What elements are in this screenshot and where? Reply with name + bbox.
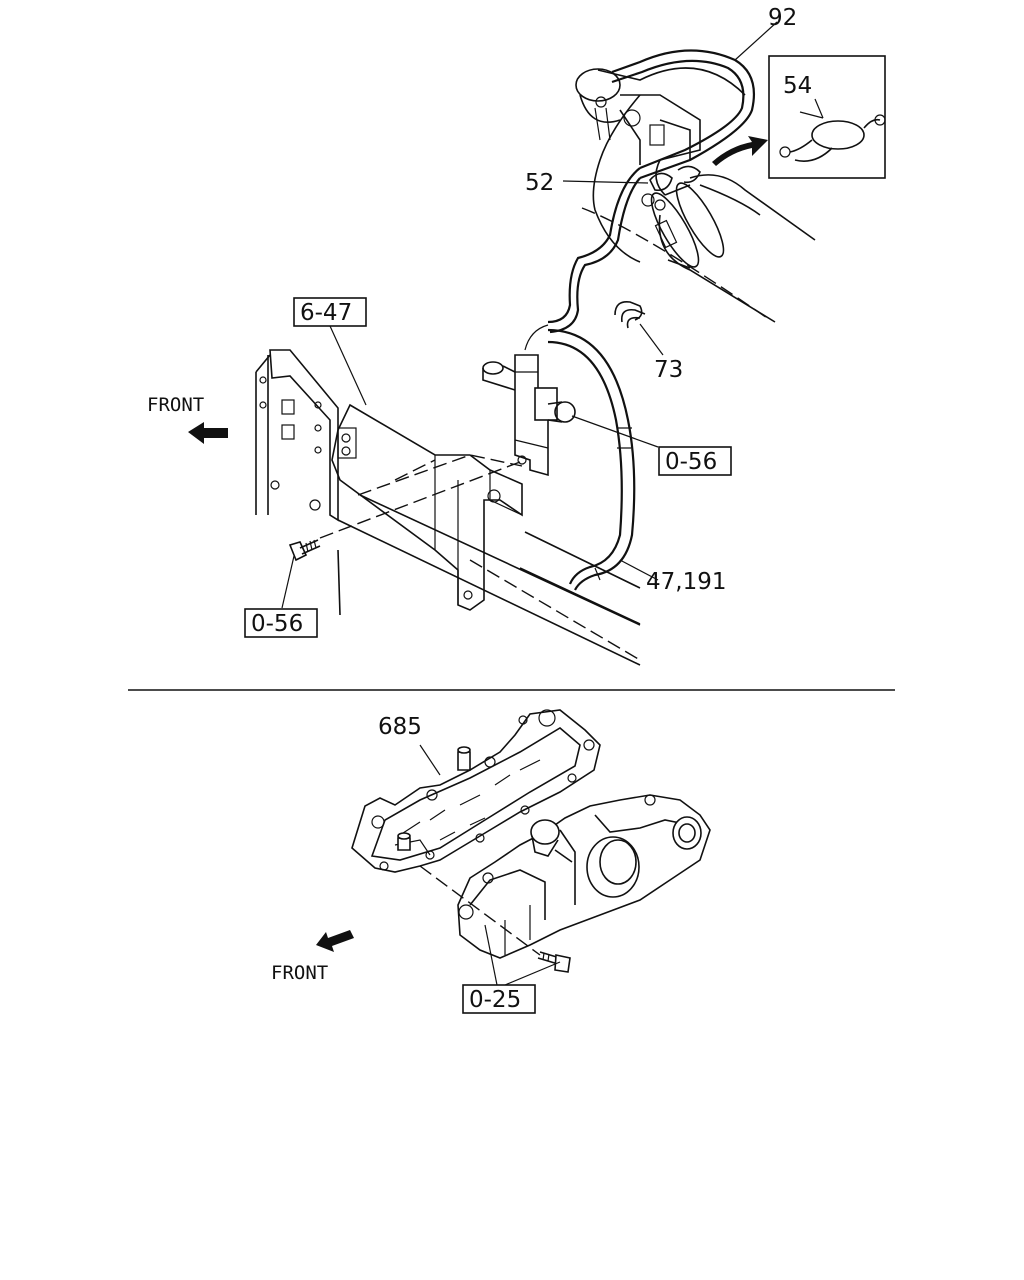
hidden-line-lower: [419, 865, 541, 956]
hidden-line-c: [394, 459, 436, 481]
front-label-top: FRONT: [147, 394, 204, 416]
upper-assembly: [188, 49, 886, 666]
label-52: 52: [525, 170, 554, 196]
ref-label-6-47: 6-47: [300, 300, 352, 326]
hidden-line-b: [319, 461, 521, 539]
clamp-52: [641, 165, 701, 211]
bracket-6-47: [331, 403, 523, 611]
ref-label-0-25: 0-25: [469, 987, 521, 1013]
label-685: 685: [378, 714, 422, 740]
clip-73: [614, 300, 646, 329]
bolt-bottom: [537, 951, 571, 973]
ref-box-0-56-left: [244, 608, 318, 638]
detail-inset-54: [768, 55, 886, 179]
ref-label-0-56-right: 0-56: [665, 449, 717, 475]
intake-duct: [650, 174, 816, 323]
centerline-upper: [581, 207, 771, 321]
label-47-191: 47,191: [646, 569, 726, 595]
frame-panel: [255, 349, 641, 666]
frame-rail: [519, 531, 641, 625]
valve-bracket: [482, 324, 576, 477]
front-arrow-bottom: [316, 930, 354, 952]
turbocharger-housing: [575, 67, 746, 263]
gasket-685: [351, 709, 601, 873]
hose-47-191: [547, 328, 636, 591]
ref-label-0-56-left: 0-56: [251, 611, 303, 637]
front-arrow-top: [188, 422, 228, 444]
label-54: 54: [783, 73, 812, 99]
ref-box-6-47: [293, 297, 367, 327]
leader-lines-lower: [419, 744, 561, 986]
label-73: 73: [654, 357, 683, 383]
ref-box-0-25: [462, 984, 536, 1014]
frame-rail-hidden: [469, 559, 641, 661]
inset-pointer-arrow: [712, 136, 768, 166]
labels: 92 54 52 73 6-47 FRONT 0-56 0-56 47,191 …: [147, 5, 812, 1014]
lower-assembly: [316, 709, 711, 973]
pipe-92: [547, 49, 756, 334]
label-92: 92: [768, 5, 797, 31]
leader-lines-upper: [281, 21, 824, 609]
manifold-body: [457, 794, 711, 959]
bolt-left: [288, 539, 321, 562]
ref-box-0-56-right: [658, 446, 732, 476]
front-label-bottom: FRONT: [271, 962, 328, 984]
